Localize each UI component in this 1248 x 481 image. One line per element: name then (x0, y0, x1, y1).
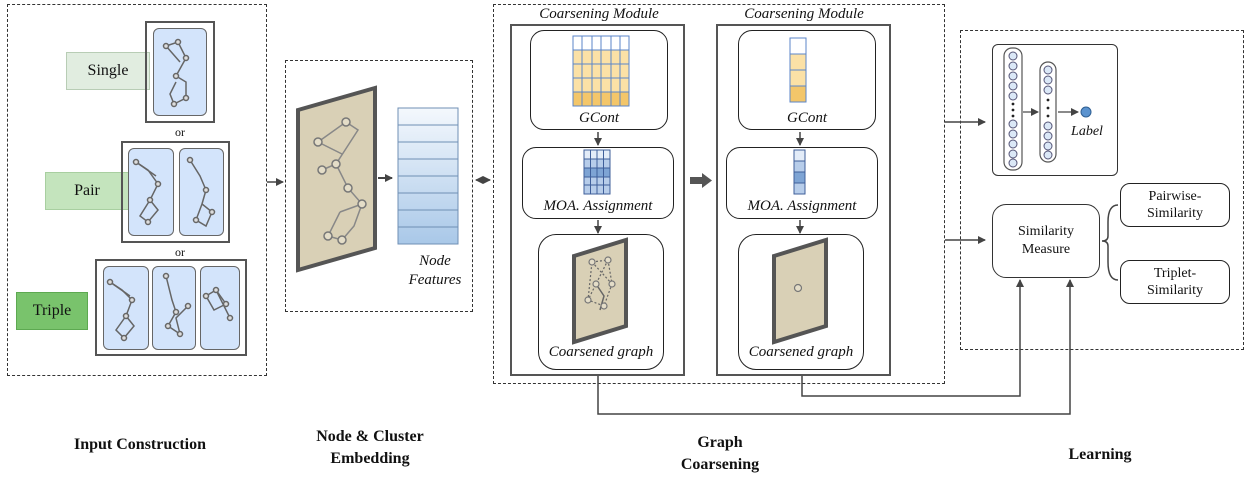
module-1-title: Coarsening Module (539, 6, 659, 22)
pairwise-similarity-box (1120, 183, 1230, 227)
triple-input-frame (95, 259, 247, 356)
pair-graph-glyph-2 (186, 156, 216, 228)
node-features-stack (397, 107, 459, 245)
gconv-label-1: GCont (578, 110, 619, 126)
coarsened-graph-label-1: Coarsened graph (548, 344, 654, 360)
similarity-line-1: Similarity (1018, 224, 1074, 239)
feedback-line-1 (597, 279, 1074, 415)
similarity-measure-box (992, 204, 1100, 278)
label-text: Label (1071, 124, 1103, 139)
gconv-label-2: GCont (786, 110, 827, 126)
single-label: Single (66, 52, 150, 90)
assign-matrix-1 (583, 149, 611, 195)
node-features-label: Node Features (400, 252, 470, 290)
classifier-network (1003, 47, 1092, 171)
triplet-line-2: Similarity (1147, 283, 1203, 298)
gconv-matrix-1 (572, 35, 630, 107)
caption-graph-coarsening: Graph Coarsening (640, 432, 800, 476)
coarsened-plane-1 (572, 237, 628, 345)
feedback-line-2 (801, 279, 1024, 397)
triplet-line-1: Triplet- (1153, 266, 1197, 281)
arrow-module-1-to-2 (690, 173, 712, 188)
single-graph-glyph (162, 38, 190, 108)
caption-coarsening-line-2: Coarsening (680, 456, 760, 473)
graph-coarsening-panel (493, 4, 945, 384)
caption-coarsening-line-1: Graph (697, 434, 743, 451)
caption-embedding-line-1: Node & Cluster (316, 428, 424, 445)
node-features-line-1: Node (419, 253, 451, 269)
gconv-matrix-2 (789, 37, 807, 103)
pair-graph-glyph-1 (132, 158, 162, 226)
similarity-line-2: Measure (1021, 242, 1071, 257)
coarsened-graph-label-2: Coarsened graph (748, 344, 854, 360)
node-features-line-2: Features (408, 272, 462, 288)
pair-input-frame (121, 141, 230, 243)
coarsening-module-1 (510, 24, 685, 376)
coarsened-plane-2 (772, 237, 828, 345)
single-input-frame (145, 21, 215, 123)
learning-panel (960, 30, 1244, 350)
coarsening-module-2 (716, 24, 891, 376)
pair-graph-card-2 (179, 148, 224, 236)
pairwise-line-1: Pairwise- (1148, 189, 1202, 204)
pairwise-line-2: Similarity (1147, 206, 1203, 221)
pairwise-similarity-label: Pairwise- Similarity (1120, 183, 1230, 227)
triplet-similarity-label: Triplet- Similarity (1120, 260, 1230, 304)
caption-input-construction: Input Construction (73, 436, 207, 453)
triple-graph-glyph-3 (202, 286, 234, 322)
assign-matrix-2 (793, 149, 806, 195)
triple-graph-glyph-1 (106, 278, 136, 342)
graph-plane (296, 85, 377, 273)
assign-label-1: MOA. Assignment (543, 198, 653, 214)
caption-learning: Learning (1068, 446, 1132, 463)
or-label-1: or (175, 125, 185, 139)
module-2-title: Coarsening Module (744, 6, 864, 22)
triple-label: Triple (16, 292, 88, 330)
caption-embedding-line-2: Embedding (330, 450, 410, 467)
triplet-similarity-box (1120, 260, 1230, 304)
pair-label: Pair (45, 172, 129, 210)
or-label-2: or (175, 245, 185, 259)
triple-graph-card-3 (200, 266, 240, 350)
caption-embedding: Node & Cluster Embedding (280, 426, 460, 470)
embedding-panel (285, 60, 473, 312)
triple-graph-glyph-2 (162, 272, 192, 338)
input-construction-panel (7, 4, 267, 376)
assign-label-2: MOA. Assignment (747, 198, 857, 214)
similarity-measure-label: Similarity Measure (992, 204, 1100, 278)
similarity-bracket (1101, 204, 1119, 281)
gconv-box-2 (738, 30, 876, 130)
